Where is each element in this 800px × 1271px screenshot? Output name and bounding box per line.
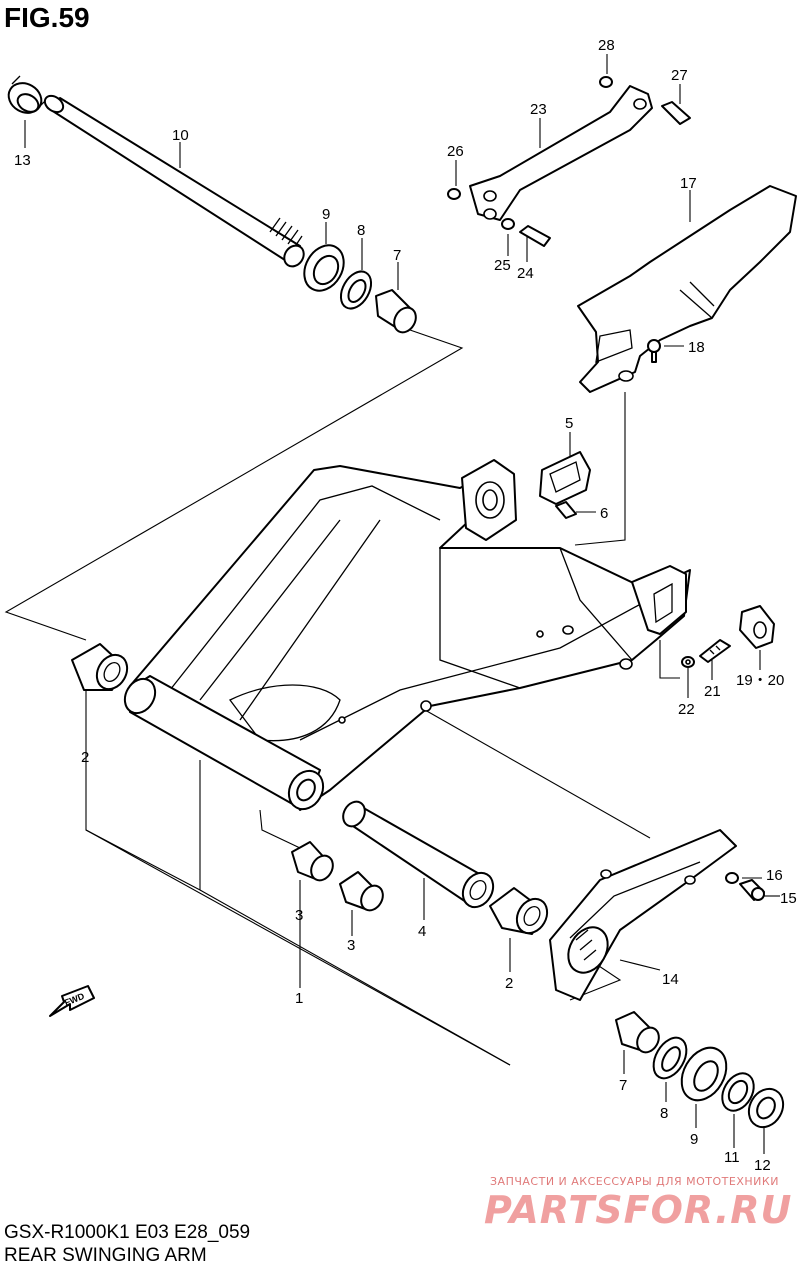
callout-27: 27 [671,67,688,84]
callout-10: 10 [172,127,189,144]
figure-title: FIG.59 [4,2,90,33]
hose-guide-plate [539,451,591,519]
chain-adjuster-parts [681,605,775,668]
callout-9-lower: 9 [690,1131,698,1148]
fwd-arrow-icon: FWD [49,985,95,1017]
lower-bearing-stack [615,1011,785,1129]
pivot-nut [7,75,45,114]
chain-guide [549,829,765,1001]
callout-2-right: 2 [505,975,513,992]
pivot-shaft [43,94,305,268]
callout-1: 1 [295,990,303,1007]
diagram-title: REAR SWINGING ARM [4,1245,207,1266]
model-code: GSX-R1000K1 E03 E28_059 [4,1222,251,1243]
cushion-mount-bracket [461,459,517,541]
callout-13: 13 [14,152,31,169]
callout-12: 12 [754,1157,771,1174]
pivot-tube [123,675,325,811]
callout-3-lower: 3 [347,937,355,954]
chain-cover [577,185,797,393]
callout-9: 9 [322,206,330,223]
callout-16: 16 [766,867,783,884]
callout-5: 5 [565,415,573,432]
callout-21: 21 [704,683,721,700]
callout-14: 14 [662,971,679,988]
callout-7: 7 [393,247,401,264]
callout-leaders [24,54,780,1154]
callout-3-upper: 3 [295,907,303,924]
cushion-rod-bracket [447,76,691,247]
callout-2-left: 2 [81,749,89,766]
upper-bearing-seal-collar [303,244,417,334]
callout-26: 26 [447,143,464,160]
callout-7-lower: 7 [619,1077,627,1094]
callout-19-20: 19・20 [736,672,784,689]
callout-15: 15 [780,890,797,907]
watermark-brand: PARTSFOR.RU [484,1188,793,1232]
callout-25: 25 [494,257,511,274]
callout-23: 23 [530,101,547,118]
callout-11: 11 [724,1149,740,1166]
callout-18: 18 [688,339,705,356]
callout-28: 28 [598,37,615,54]
callout-24: 24 [517,265,534,282]
callout-22: 22 [678,701,695,718]
callout-8: 8 [357,222,365,239]
watermark-tagline: ЗАПЧАСТИ И АКСЕССУАРЫ ДЛЯ МОТОТЕХНИКИ [490,1175,779,1188]
callout-8-lower: 8 [660,1105,668,1122]
axle-end-block [631,565,687,635]
callout-labels: 13 10 9 8 7 28 27 23 26 25 24 17 18 5 6 … [14,37,797,1174]
callout-4: 4 [418,923,426,940]
callout-6: 6 [600,505,608,522]
callout-17: 17 [680,175,697,192]
pivot-bushings [71,643,549,935]
